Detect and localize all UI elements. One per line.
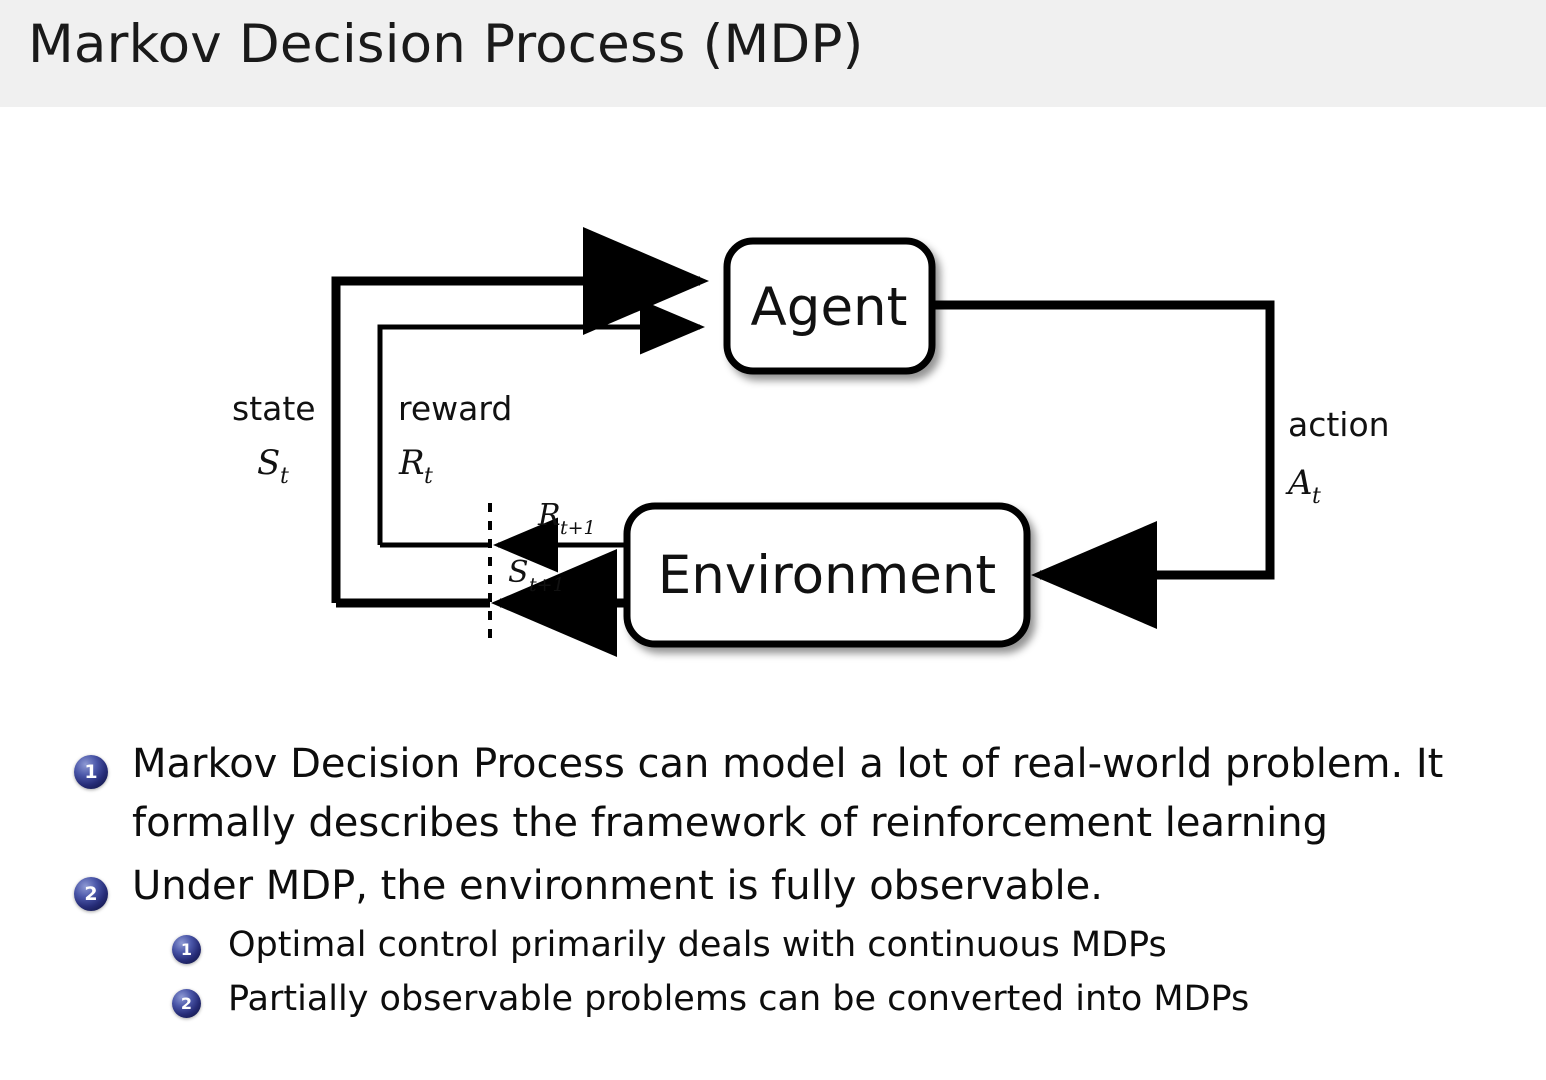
slide-header-bar: Markov Decision Process (MDP) xyxy=(0,0,1546,107)
reward-label: reward xyxy=(398,389,512,428)
action-label: action xyxy=(1288,405,1390,444)
environment-node: Environment xyxy=(623,502,1031,648)
sub-list-item-text: Partially observable problems can be con… xyxy=(228,978,1250,1019)
environment-label: Environment xyxy=(658,545,996,606)
sub-bullet-marker-1: 1 xyxy=(172,935,201,965)
sub-list-item: 1 Optimal control primarily deals with c… xyxy=(0,919,1546,972)
reward-symbol: R xyxy=(398,443,425,483)
environment-box xyxy=(623,502,1031,648)
bullet-list: 1 Markov Decision Process can model a lo… xyxy=(0,735,1546,1026)
state-label: state xyxy=(232,389,316,428)
state-symbol-subscript: t xyxy=(280,464,289,489)
page-title: Markov Decision Process (MDP) xyxy=(28,14,864,75)
next-state-subscript: t+1 xyxy=(529,574,565,596)
state-feedback-arrow xyxy=(331,227,709,608)
action-arrow xyxy=(932,300,1275,629)
list-item-text: Markov Decision Process can model a lot … xyxy=(132,741,1444,846)
sub-list-item: 2 Partially observable problems can be c… xyxy=(0,973,1546,1026)
list-item-text: Under MDP, the environment is fully obse… xyxy=(132,862,1103,909)
sub-bullet-marker-2: 2 xyxy=(172,988,201,1018)
next-reward-subscript: t+1 xyxy=(560,517,596,539)
state-label-group: state S t xyxy=(232,389,316,489)
bullet-marker-1: 1 xyxy=(74,755,108,789)
action-symbol-subscript: t xyxy=(1312,484,1321,509)
mdp-agent-environment-diagram: Agent Environment state S t reward R t a… xyxy=(0,110,1546,710)
reward-label-group: reward R t xyxy=(398,389,512,489)
agent-box xyxy=(723,237,936,375)
next-state-symbol: S xyxy=(508,555,529,590)
next-state-label-group: S t+1 xyxy=(508,555,565,596)
agent-node: Agent xyxy=(723,237,936,375)
bullet-marker-2: 2 xyxy=(74,876,108,911)
next-reward-label-group: R t+1 xyxy=(537,498,596,539)
sub-list-item-text: Optimal control primarily deals with con… xyxy=(228,925,1167,966)
agent-label: Agent xyxy=(751,277,908,338)
action-label-group: action A t xyxy=(1285,405,1390,509)
state-symbol: S xyxy=(257,443,280,483)
action-symbol: A xyxy=(1285,463,1313,503)
reward-symbol-subscript: t xyxy=(424,464,433,489)
reward-feedback-arrow xyxy=(377,299,705,548)
list-item: 2 Under MDP, the environment is fully ob… xyxy=(0,857,1546,916)
list-item: 1 Markov Decision Process can model a lo… xyxy=(0,735,1546,853)
next-reward-symbol: R xyxy=(537,498,561,533)
